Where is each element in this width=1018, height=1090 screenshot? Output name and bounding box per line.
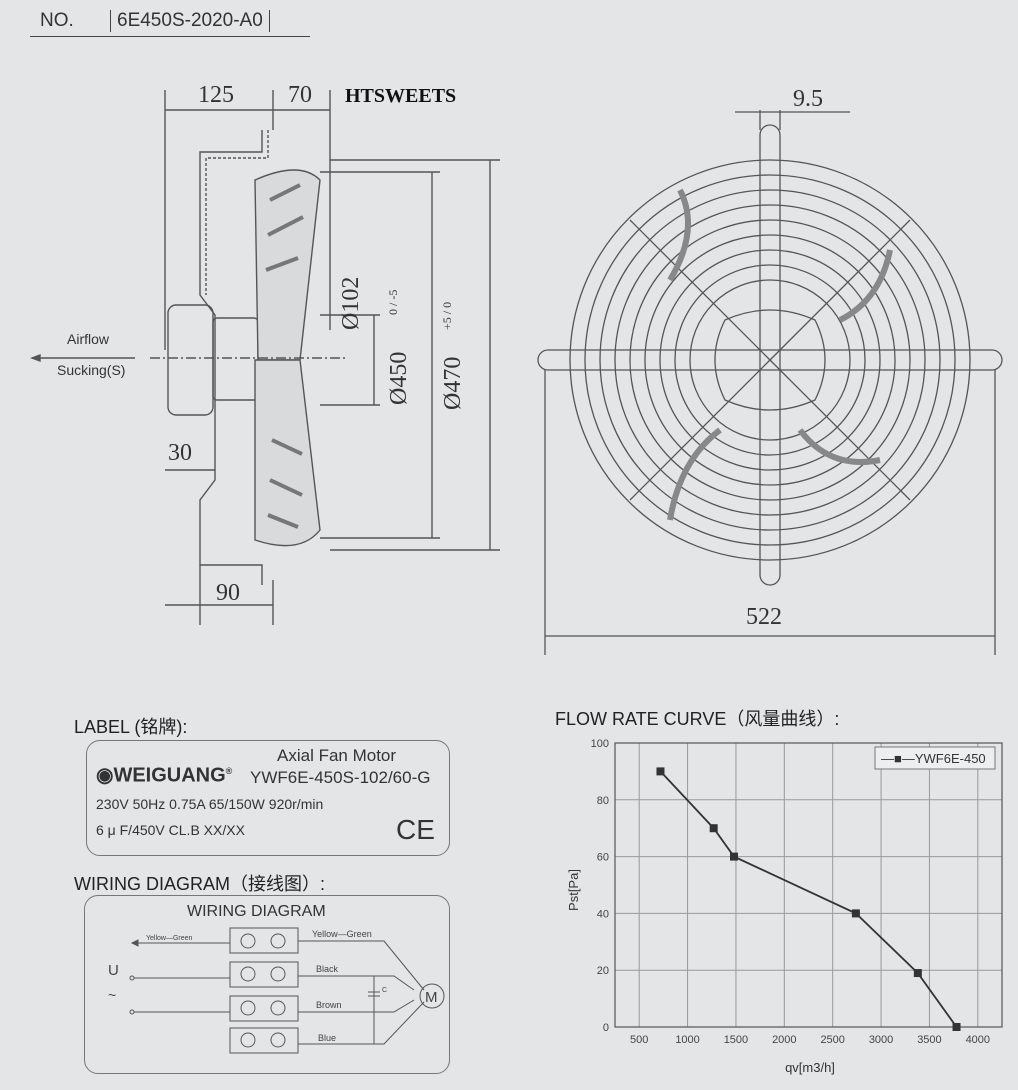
flow-curve-title: FLOW RATE CURVE（风量曲线）:: [555, 709, 840, 729]
wiring-section-title: WIRING DIAGRAM（接线图）:: [74, 874, 325, 894]
x-tick-label: 2500: [820, 1034, 844, 1046]
registered-mark: ®: [225, 766, 233, 776]
y-axis-label: Pst[Pa]: [566, 869, 581, 911]
guard-bracket-vertical: [759, 124, 781, 586]
data-point-marker: [952, 1023, 961, 1031]
side-view-drawing: [30, 90, 500, 625]
dim-90: 90: [216, 580, 240, 606]
label-section-title: LABEL (铭牌):: [74, 717, 188, 737]
wiring-schematic: Yellow—Green Yellow—Green Black Brown Bl…: [108, 927, 445, 1054]
dim-dia-470-tolerance: +5 / 0: [440, 301, 454, 330]
dim-9-5: 9.5: [793, 86, 823, 112]
wiring-box-title: WIRING DIAGRAM: [187, 903, 326, 920]
data-point-marker: [656, 767, 665, 776]
y-tick-label: 60: [597, 852, 609, 864]
specs-line-2: 6 μ F/450V CL.B XX/XX: [96, 822, 245, 838]
dim-70: 70: [288, 82, 312, 108]
plot-frame: [614, 742, 1003, 1028]
motor-label: M: [425, 989, 438, 1006]
guard-bracket-horizontal: [537, 349, 1003, 371]
ce-mark: CE: [396, 814, 435, 845]
dim-125: 125: [198, 82, 234, 108]
dim-dia-470: Ø470: [440, 356, 466, 410]
drawing-number-value: 6E450S-2020-A0: [110, 10, 270, 32]
legend-box: [874, 746, 996, 770]
x-tick-label: 500: [630, 1034, 648, 1046]
weiguang-logo: ◉WEIGUANG®: [96, 760, 232, 787]
dim-dia-102: Ø102: [338, 276, 364, 330]
logo-text: WEIGUANG: [113, 764, 226, 787]
specs-line-1: 230V 50Hz 0.75A 65/150W 920r/min: [96, 796, 324, 812]
airflow-label: Airflow: [67, 331, 110, 347]
wire-label-yellow-green: Yellow—Green: [312, 929, 372, 939]
y-tick-label: 0: [603, 1022, 609, 1034]
header-underline: [30, 36, 310, 37]
product-type: Axial Fan Motor: [277, 746, 397, 765]
model-number: YWF6E-450S-102/60-G: [250, 768, 431, 787]
data-point-marker: [913, 969, 922, 978]
x-tick-label: 3500: [917, 1034, 941, 1046]
logo-icon: ◉: [96, 764, 114, 787]
capacitor-label: C: [382, 987, 387, 994]
flow-rate-chart: 500 1000 1500 2000 2500 3000 3500 4000 0 20 40 60 80…: [566, 738, 1003, 1075]
data-point-marker: [709, 824, 718, 833]
series-line-ywf6e-450: [659, 770, 958, 1028]
dim-30: 30: [168, 440, 192, 466]
y-tick-label: 100: [591, 738, 609, 750]
drawing-number-label: NO.: [40, 10, 74, 31]
nameplate-box: [86, 740, 450, 856]
y-tick-label: 20: [597, 965, 609, 977]
wire-label-black: Black: [316, 964, 339, 974]
x-tick-label: 1500: [724, 1034, 748, 1046]
supply-ac-label: ~: [108, 987, 116, 1003]
x-tick-label: 2000: [772, 1034, 796, 1046]
x-axis-label: qv[m3/h]: [785, 1060, 835, 1075]
x-tick-label: 4000: [966, 1034, 990, 1046]
guard-outer-ring: [569, 159, 971, 561]
brand-watermark: HTSWEETS: [345, 85, 457, 107]
fan-blade-lower: [254, 359, 321, 547]
x-tick-label: 3000: [869, 1034, 893, 1046]
supply-u-label: U: [108, 962, 119, 979]
dim-dia-450: Ø450: [386, 351, 412, 405]
sucking-label: Sucking(S): [57, 362, 126, 378]
y-tick-label: 80: [597, 795, 609, 807]
front-view-drawing: [537, 110, 1003, 655]
wiring-diagram-box: [84, 895, 450, 1074]
wire-label-brown: Brown: [316, 1000, 342, 1010]
dim-522: 522: [746, 604, 782, 630]
motor-body: [167, 304, 214, 416]
fan-blade-upper: [254, 169, 321, 361]
motor-symbol: [419, 983, 445, 1009]
terminal-screws: [240, 933, 286, 1048]
wire-label-blue: Blue: [318, 1033, 336, 1043]
legend-entry: —■—YWF6E-450: [881, 751, 986, 766]
x-tick-label: 1000: [675, 1034, 699, 1046]
dim-dia-450-tolerance: 0 / -5: [386, 289, 400, 315]
y-tick-label: 40: [597, 908, 609, 920]
left-wire-label: Yellow—Green: [146, 935, 193, 942]
data-point-marker: [730, 852, 739, 861]
shroud-outline: [199, 130, 263, 585]
data-point-marker: [851, 909, 860, 918]
